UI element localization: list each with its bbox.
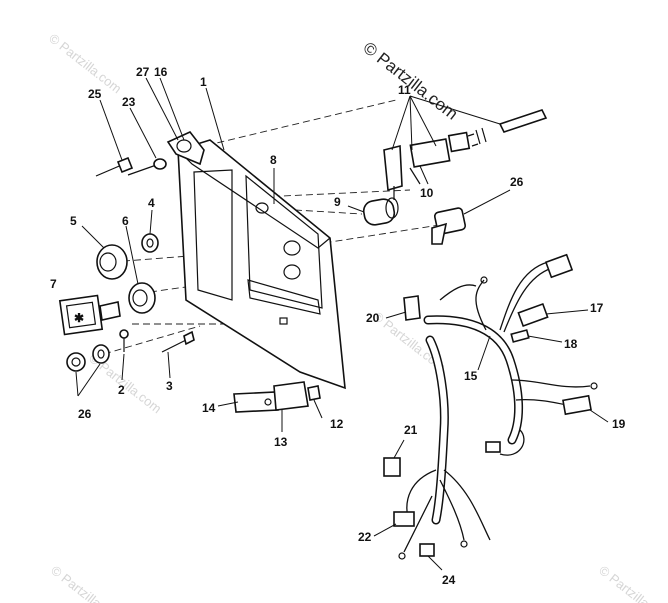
watermark-top-left: © Partzilla.com xyxy=(46,31,124,97)
screws-upper xyxy=(95,156,167,177)
callout-19: 19 xyxy=(612,417,626,431)
callout-26-right: 26 xyxy=(510,175,524,189)
lock-nut xyxy=(128,282,156,314)
indicator-symbol: ✱ xyxy=(74,311,84,325)
leader-lines xyxy=(75,77,609,571)
harness-connectors xyxy=(383,253,598,560)
callout-4: 4 xyxy=(148,196,155,210)
callout-10: 10 xyxy=(420,186,434,200)
callout-9: 9 xyxy=(334,195,341,209)
callout-25: 25 xyxy=(88,87,102,101)
small-parts xyxy=(119,329,195,353)
callout-3: 3 xyxy=(166,379,173,393)
callout-21: 21 xyxy=(404,423,418,437)
callout-11: 11 xyxy=(398,83,411,97)
callout-18: 18 xyxy=(564,337,578,351)
callout-24: 24 xyxy=(442,573,456,587)
wiring-harness xyxy=(403,261,591,553)
callout-23: 23 xyxy=(122,95,136,109)
callout-13: 13 xyxy=(274,435,288,449)
callout-26-left: 26 xyxy=(78,407,92,421)
callout-14: 14 xyxy=(202,401,216,415)
callout-6: 6 xyxy=(122,214,129,228)
switch-9 xyxy=(362,197,399,226)
bezel-nut xyxy=(96,244,128,280)
callout-1: 1 xyxy=(200,75,207,89)
callout-7: 7 xyxy=(50,277,57,291)
callout-8: 8 xyxy=(270,153,277,167)
dash-panel xyxy=(177,139,346,390)
callout-27: 27 xyxy=(136,65,150,79)
watermark-layer: © Partzilla.com © Partzilla.com © Partzi… xyxy=(46,31,668,603)
callout-22: 22 xyxy=(358,530,372,544)
toggle-switch-26 xyxy=(431,207,467,245)
callout-15: 15 xyxy=(464,369,478,383)
callout-20: 20 xyxy=(366,311,380,325)
callout-5: 5 xyxy=(70,214,77,228)
watermark-bottom-left: © Partzilla.com xyxy=(48,563,126,603)
callout-2: 2 xyxy=(118,383,125,397)
upper-bracket xyxy=(166,131,205,166)
watermark-bottom-right: © Partzilla.com xyxy=(596,563,668,603)
indicator-lamp: ✱ xyxy=(58,294,121,336)
mounting-bracket xyxy=(233,381,321,413)
grommets-left xyxy=(66,344,110,372)
callout-labels: 1 27 16 25 23 8 4 5 6 9 11 10 26 7 2 3 2… xyxy=(50,65,626,587)
ignition-switch xyxy=(383,109,548,200)
callout-17: 17 xyxy=(590,301,604,315)
washer-4 xyxy=(141,233,159,253)
callout-12: 12 xyxy=(330,417,344,431)
callout-16: 16 xyxy=(154,65,168,79)
